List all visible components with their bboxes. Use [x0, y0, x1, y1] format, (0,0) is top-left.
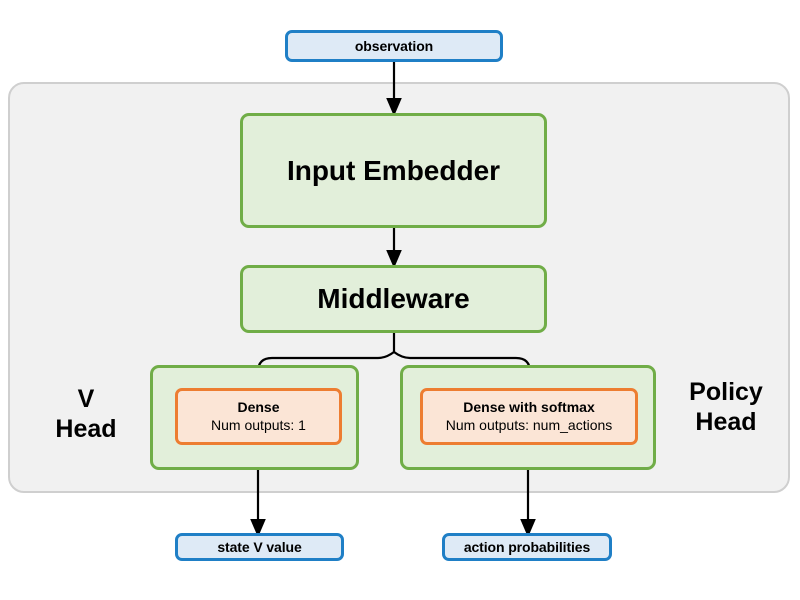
observation-label: observation — [354, 38, 434, 54]
v-head-label-line1: V — [77, 385, 95, 413]
dense-layer-v-head-title: Dense — [237, 399, 280, 415]
dense-layer-v-head[interactable]: Dense Num outputs: 1 — [175, 388, 342, 445]
v-head-label-line2: Head — [55, 414, 117, 443]
policy-head-label: Policy Head — [666, 378, 786, 437]
middleware-label: Middleware — [317, 283, 470, 314]
dense-layer-v-head-outputs: Num outputs: 1 — [211, 416, 306, 433]
observation-node[interactable]: observation — [285, 30, 503, 62]
dense-layer-policy-head[interactable]: Dense with softmax Num outputs: num_acti… — [420, 388, 638, 445]
action-probabilities-label: action probabilities — [463, 539, 591, 555]
action-probabilities-node[interactable]: action probabilities — [442, 533, 612, 561]
dense-layer-policy-head-outputs: Num outputs: num_actions — [445, 416, 613, 433]
dense-layer-policy-head-title: Dense with softmax — [463, 399, 595, 415]
policy-head-label-line1: Policy — [689, 378, 763, 406]
policy-head-label-line2: Head — [695, 407, 757, 436]
state-v-value-node[interactable]: state V value — [175, 533, 344, 561]
v-head-label: V Head — [36, 385, 136, 444]
middleware-node[interactable]: Middleware — [240, 265, 547, 333]
input-embedder-node[interactable]: Input Embedder — [240, 113, 547, 228]
state-v-value-label: state V value — [217, 539, 302, 555]
input-embedder-label: Input Embedder — [286, 154, 501, 186]
